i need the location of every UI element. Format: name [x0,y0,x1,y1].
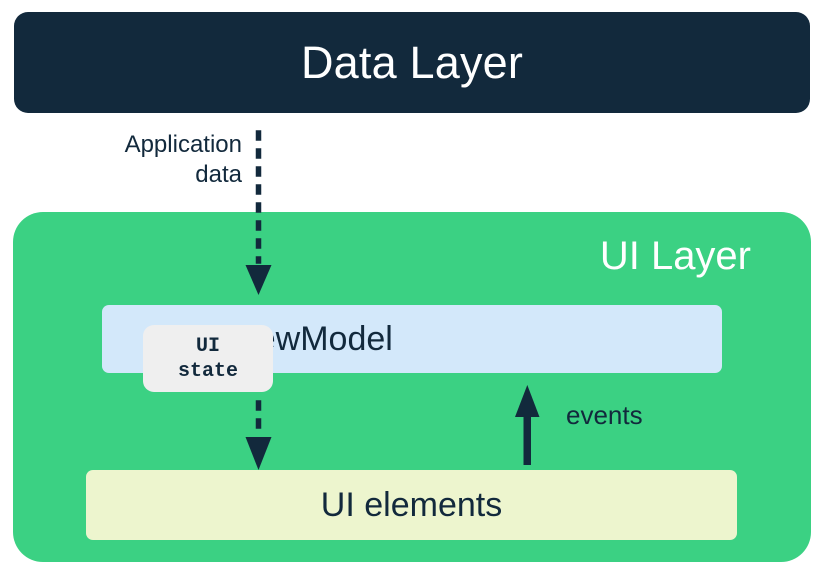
data-layer-title: Data Layer [300,37,524,88]
ui-state-line2: state [177,359,238,383]
ui-elements-box: UI elements [86,470,737,540]
ui-elements-label: UI elements [320,486,503,524]
data-layer-box: Data Layer [14,12,810,113]
application-data-line2: data [195,161,242,188]
ui-layer-title: UI Layer [599,234,751,278]
ui-state-line1: UI [195,334,220,358]
events-label: events [566,400,643,430]
ui-state-chip: UI state [143,325,273,392]
application-data-line1: Application [124,131,242,158]
application-data-label: Application data [40,130,242,190]
